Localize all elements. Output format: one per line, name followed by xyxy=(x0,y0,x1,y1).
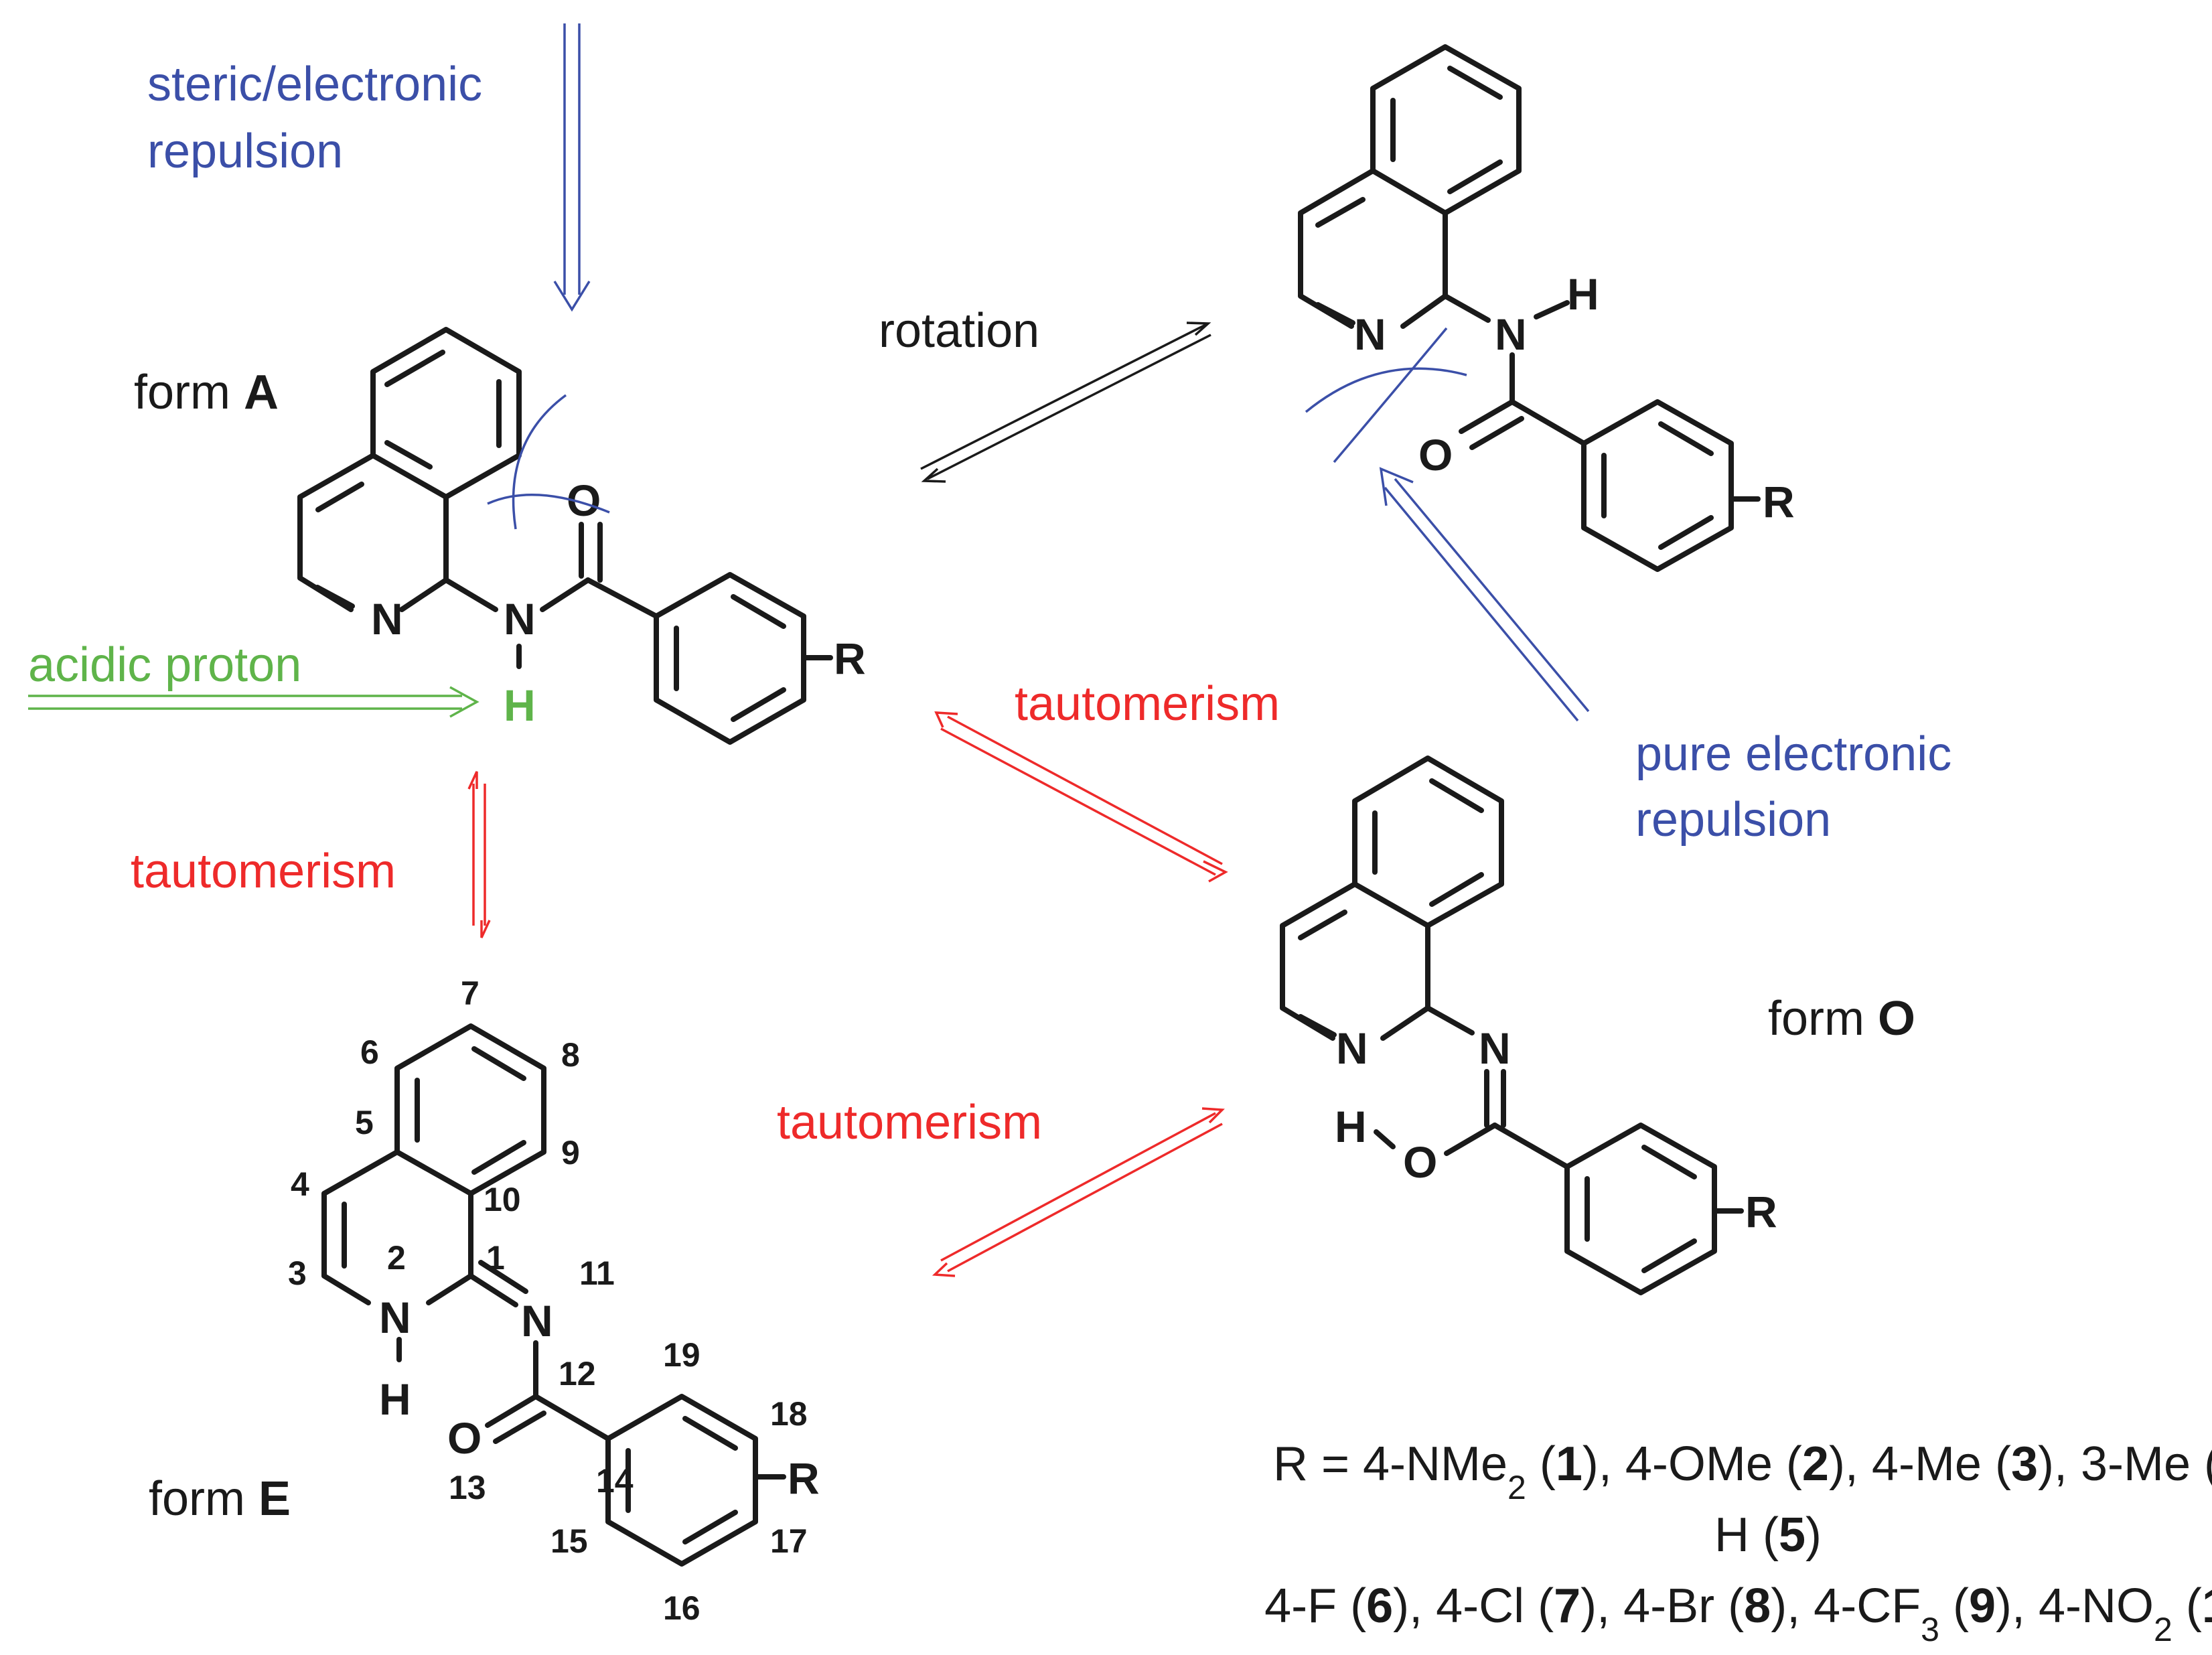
atom-number-3: 3 xyxy=(288,1254,307,1292)
substituent-line-3: 4-F (6), 4-Cl (7), 4-Br (8), 4-CF3 (9), … xyxy=(1264,1579,2212,1648)
form-o-hydroxyl-o: O xyxy=(1403,1137,1437,1187)
pure-electronic-arrow xyxy=(1379,467,1590,722)
substituent-line-2: H (5) xyxy=(1714,1508,1822,1562)
form-a-r-group: R xyxy=(834,634,866,683)
atom-number-17: 17 xyxy=(770,1522,808,1560)
form-e-label: form E xyxy=(149,1472,291,1526)
rotamer-amide-h: H xyxy=(1567,269,1599,319)
atom-number-18: 18 xyxy=(770,1395,808,1433)
form-o-ring-n: N xyxy=(1336,1023,1368,1073)
acidic-proton-label: acidic proton xyxy=(28,638,301,692)
atom-number-11: 11 xyxy=(579,1254,615,1292)
atom-number-2: 2 xyxy=(387,1239,406,1277)
rotamer-repulsion-arc-1 xyxy=(1333,327,1448,463)
form-o-hydroxyl-h: H xyxy=(1335,1102,1367,1151)
tautomerism-a-e-label: tautomerism xyxy=(131,845,396,898)
pure-electronic-label-line2: repulsion xyxy=(1635,793,1831,847)
acidic-proton-arrow xyxy=(28,686,480,718)
steric-electronic-label-line2: repulsion xyxy=(147,125,343,178)
form-a-repulsion-arc-1 xyxy=(512,394,567,530)
form-a-structure xyxy=(297,327,833,745)
rotamer-amide-n: N xyxy=(1495,309,1527,359)
atom-number-19: 19 xyxy=(663,1336,701,1374)
rotation-label: rotation xyxy=(879,304,1039,358)
form-a-ring-n: N xyxy=(371,594,403,644)
form-o-structure xyxy=(1280,755,1744,1295)
atom-number-6: 6 xyxy=(360,1033,379,1071)
rotamer-ring-n: N xyxy=(1354,309,1386,359)
form-a-amide-n: N xyxy=(504,594,536,644)
tautomerism-a-o-arrow xyxy=(934,711,1228,883)
substituent-line-1: R = 4-NMe2 (1), 4-OMe (2), 4-Me (3), 3-M… xyxy=(1273,1437,2212,1506)
substituent-list: R = 4-NMe2 (1), 4-OMe (2), 4-Me (3), 3-M… xyxy=(1264,1437,2212,1648)
atom-number-7: 7 xyxy=(461,975,480,1012)
form-e-imine-n: N xyxy=(521,1296,553,1346)
rotation-equilibrium-arrow xyxy=(920,321,1211,483)
form-o-r-group: R xyxy=(1745,1187,1777,1236)
form-a-label: form A xyxy=(134,366,279,419)
form-e-structure xyxy=(321,1023,786,1567)
atom-number-1: 1 xyxy=(486,1239,505,1277)
rotamer-repulsion-arc-2 xyxy=(1305,367,1467,413)
steric-electronic-label-line1: steric/electronic xyxy=(147,58,482,111)
atom-number-9: 9 xyxy=(561,1134,580,1171)
pure-electronic-label-line1: pure electronic xyxy=(1635,727,1951,781)
atom-number-10: 10 xyxy=(484,1181,521,1218)
form-e-r-group: R xyxy=(788,1453,820,1503)
form-a-acidic-h: H xyxy=(504,680,536,730)
form-a-repulsion-arc-2 xyxy=(487,493,610,514)
tautomerism-a-e-arrow xyxy=(467,771,491,938)
atom-number-8: 8 xyxy=(561,1036,580,1074)
atom-number-13: 13 xyxy=(449,1469,486,1506)
form-e-carbonyl-o: O xyxy=(447,1413,482,1463)
rotamer-carbonyl-o: O xyxy=(1418,430,1453,480)
atom-number-12: 12 xyxy=(559,1355,596,1392)
tautomerism-e-o-label: tautomerism xyxy=(777,1096,1042,1149)
atom-number-5: 5 xyxy=(355,1104,374,1141)
tautomerism-e-o-arrow xyxy=(932,1107,1225,1277)
form-o-imine-n: N xyxy=(1479,1023,1511,1073)
form-e-ring-nh-n: N xyxy=(379,1293,411,1342)
form-o-label: form O xyxy=(1768,992,1915,1046)
rotamer-r-group: R xyxy=(1763,477,1795,526)
atom-number-15: 15 xyxy=(550,1522,588,1560)
atom-number-4: 4 xyxy=(291,1165,309,1203)
form-e-numbering: 1 2 3 4 5 6 7 8 9 10 11 12 13 14 15 16 1… xyxy=(288,975,808,1627)
steric-electronic-arrow xyxy=(553,23,591,312)
rotamer-structure xyxy=(1298,44,1761,572)
atom-number-16: 16 xyxy=(663,1589,701,1627)
tautomerism-a-o-label: tautomerism xyxy=(1015,677,1280,731)
form-e-ring-nh-h: H xyxy=(379,1374,411,1424)
atom-number-14: 14 xyxy=(596,1462,634,1500)
